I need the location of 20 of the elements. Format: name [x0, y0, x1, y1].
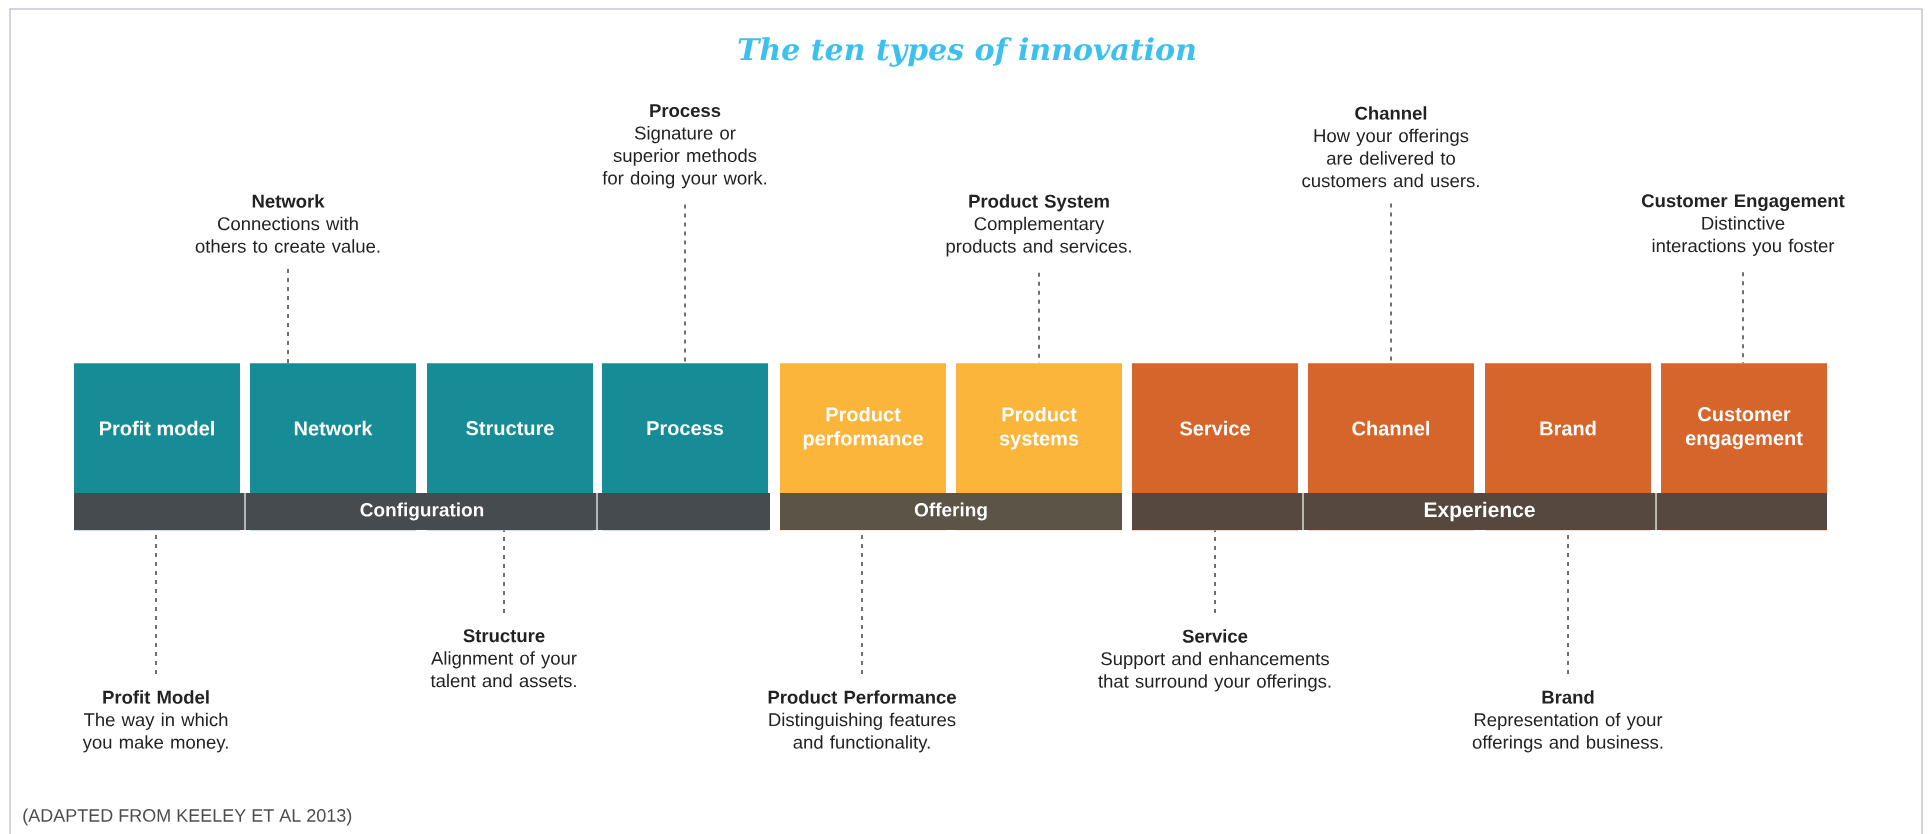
leader-line — [287, 268, 289, 364]
group-band: Experience — [1132, 492, 1827, 531]
leader-line — [1742, 271, 1744, 364]
group-band: Offering — [780, 492, 1122, 531]
leader-line — [684, 203, 686, 364]
leader-line — [1214, 529, 1216, 614]
group-band: Configuration — [74, 492, 770, 531]
description-text: Product System Complementary products and services. — [946, 194, 1131, 257]
description-text: Channel How your offerings are delivered to customers and users. — [1302, 106, 1479, 188]
leader-line — [503, 529, 505, 614]
description-text: Profit Model The way in which you make money. — [82, 690, 228, 753]
description-text: Service Support and enhancements that surround your offerings. — [1098, 629, 1331, 692]
title: The ten types of innovation — [738, 37, 1195, 67]
caption: (ADAPTED FROM KEELEY ET AL 2013) — [23, 808, 352, 826]
description-text: Product Performance Distinguishing features and functionality. — [768, 690, 956, 753]
description-text: Network Connections with others to create value. — [195, 194, 380, 253]
description-text: Process Signature or superior methods for doing your work. — [602, 104, 767, 189]
description-text: Customer Engagement Distinctive interactions you foster — [1642, 194, 1845, 256]
description-text: Brand Representation of your offerings and business. — [1472, 690, 1663, 753]
description-text: Structure Alignment of your talent and assets. — [430, 629, 577, 688]
